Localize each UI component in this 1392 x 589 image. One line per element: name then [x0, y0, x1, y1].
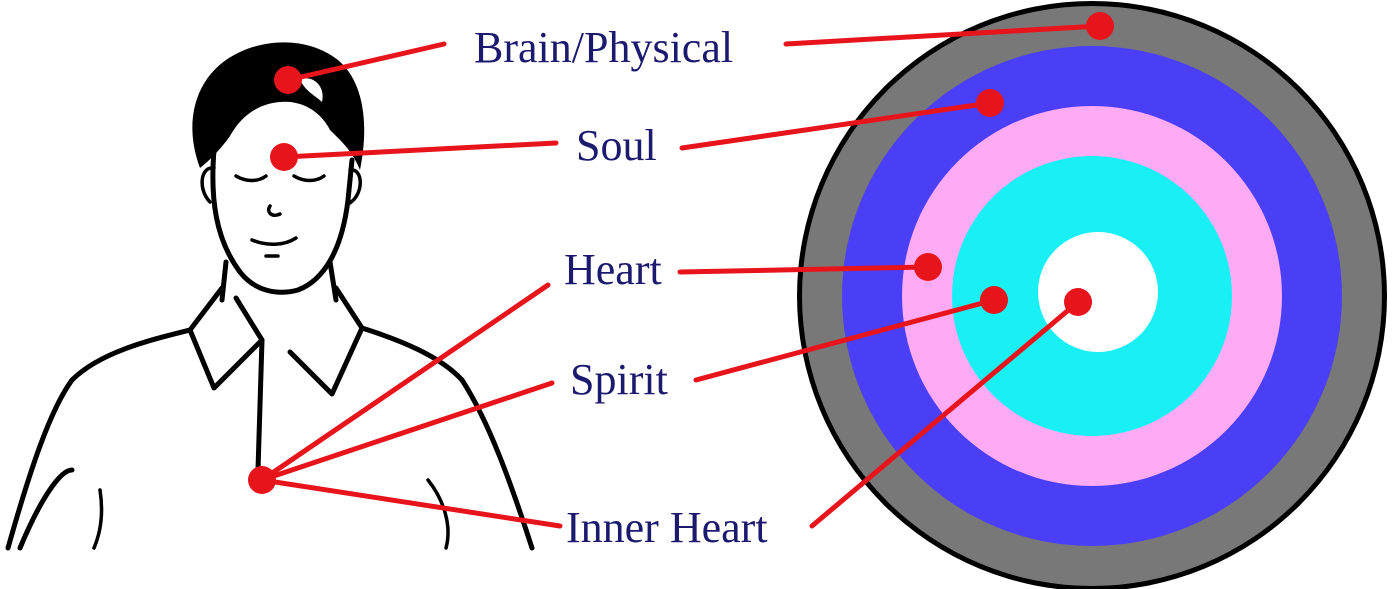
person-ear-right [346, 168, 362, 206]
pointer-lines [259, 23, 1103, 529]
person-neck-right [327, 259, 339, 303]
pointer-chest-to-heart [259, 282, 551, 483]
pointer-chest-to-inner-heart [259, 477, 563, 529]
person-sleeve-fold-right [426, 478, 450, 550]
person-shoulder-right [359, 325, 535, 551]
dot-ring-physical [1086, 12, 1114, 40]
pointer-brain-right [783, 23, 1103, 47]
person-collar-right [287, 285, 365, 397]
label-brain-physical: Brain/Physical [474, 23, 733, 72]
person-ear-left [200, 166, 216, 204]
dot-ring-spirit [980, 286, 1008, 314]
person-shirt-placket [255, 337, 265, 473]
pointer-brain-left [285, 41, 447, 83]
dot-ring-heart [914, 253, 942, 281]
person-nose [267, 204, 282, 218]
pointer-dots [248, 12, 1114, 494]
person-arm-left [17, 467, 75, 551]
person-eye-right [292, 174, 326, 183]
pointer-inner-heart-right [809, 299, 1081, 529]
person-shoulder-left [5, 327, 193, 551]
label-spirit: Spirit [570, 355, 668, 404]
label-heart: Heart [564, 245, 662, 294]
dot-brain-head [274, 66, 302, 94]
dot-ring-inner-heart [1064, 288, 1092, 316]
pointer-spirit-right [693, 297, 997, 383]
pointer-chest-to-spirit [259, 380, 555, 483]
person-eye-left [234, 174, 268, 183]
pointer-soul-right [679, 100, 993, 151]
person-sleeve-fold-left [92, 488, 104, 550]
person-collar-left [187, 285, 265, 391]
person-mouth [250, 236, 298, 246]
label-soul: Soul [576, 121, 657, 170]
labels: Brain/Physical Soul Heart Spirit Inner H… [474, 23, 768, 552]
ring-inner-heart [1038, 232, 1158, 352]
person-neck-left [219, 259, 229, 303]
person-hair-highlight [300, 78, 323, 102]
dot-chest [248, 466, 276, 494]
person-face [210, 147, 355, 295]
dot-ring-soul [976, 89, 1004, 117]
pointer-soul-left [281, 140, 559, 160]
label-inner-heart: Inner Heart [566, 503, 768, 552]
concentric-rings [797, 1, 1387, 589]
dot-soul-forehead [270, 143, 298, 171]
pointer-heart-right [677, 264, 931, 275]
